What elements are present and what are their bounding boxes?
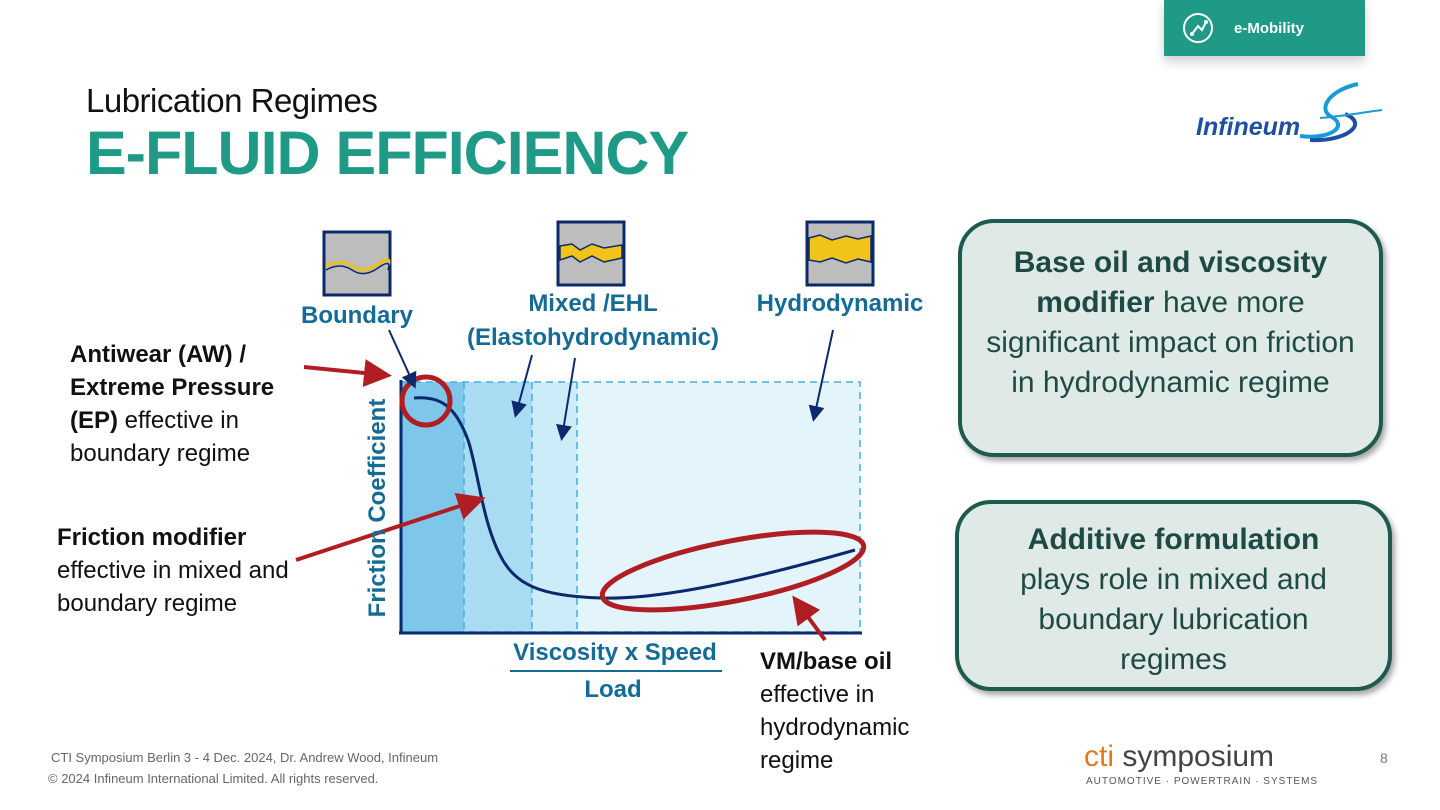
cti-logo-subtitle: AUTOMOTIVE · POWERTRAIN · SYSTEMS xyxy=(1086,776,1319,787)
box2-bold: Additive formulation xyxy=(1027,523,1320,556)
circuit-brain-icon xyxy=(1183,13,1213,43)
callout-box-additive: Additive formulation plays role in mixed… xyxy=(955,500,1392,691)
label-mixed: Mixed /EHL xyxy=(528,290,658,317)
note-vm-text: effective in hydrodynamic regime xyxy=(760,681,910,774)
zone-hydrodynamic xyxy=(577,382,860,632)
mixed-surface-icon xyxy=(556,220,626,287)
cti-logo-prefix: cti xyxy=(1084,740,1114,773)
hydrodynamic-surface-icon xyxy=(805,220,875,287)
label-hydrodynamic: Hydrodynamic xyxy=(756,290,924,317)
label-boundary: Boundary xyxy=(300,302,413,329)
cti-logo-word: symposium xyxy=(1114,740,1275,773)
note-fm-bold: Friction modifier xyxy=(57,524,247,551)
label-ehl: (Elastohydrodynamic) xyxy=(466,324,720,351)
note-antiwear-text: effective in boundary regime xyxy=(70,407,251,467)
slide-subtitle: Lubrication Regimes xyxy=(86,82,378,119)
e-mobility-tag: e-Mobility xyxy=(1164,0,1365,56)
tag-label: e-Mobility xyxy=(1234,20,1304,37)
y-axis-label: Friction Coefficient xyxy=(364,398,391,618)
note-antiwear-bold: Antiwear (AW) / Extreme Pressure (EP) xyxy=(70,341,275,434)
boundary-surface-icon xyxy=(322,230,392,297)
box2-text: plays role in mixed and boundary lubrica… xyxy=(1020,563,1327,676)
boundary-highlight-circle xyxy=(399,374,453,428)
callout-box-base-oil: Base oil and viscosity modifier have mor… xyxy=(958,219,1383,457)
x-axis-label-numerator: Viscosity x Speed xyxy=(513,639,717,666)
infineum-swoosh-icon xyxy=(1299,82,1383,143)
infineum-logo-text: Infineum xyxy=(1196,113,1301,141)
note-vm-base-oil: VM/base oil effective in hydrodynamic re… xyxy=(760,645,942,777)
stribeck-curve xyxy=(413,396,856,600)
footer-line-1: CTI Symposium Berlin 3 - 4 Dec. 2024, Dr… xyxy=(51,750,439,765)
page-number: 8 xyxy=(1380,750,1388,766)
note-friction-modifier: Friction modifier effective in mixed and… xyxy=(57,521,327,620)
hydrodynamic-highlight-ellipse xyxy=(599,529,867,613)
x-axis-label-denominator: Load xyxy=(584,676,642,703)
note-antiwear: Antiwear (AW) / Extreme Pressure (EP) ef… xyxy=(70,338,310,470)
cti-logo: cti symposium xyxy=(1084,740,1274,774)
box1-bold: Base oil and viscosity modifier xyxy=(1013,246,1328,319)
box1-text: have more significant impact on friction… xyxy=(986,286,1355,399)
note-fm-text: effective in mixed and boundary regime xyxy=(57,557,289,617)
note-vm-bold: VM/base oil xyxy=(760,648,893,675)
slide-title: E-FLUID EFFICIENCY xyxy=(86,119,689,187)
footer-line-2: © 2024 Infineum International Limited. A… xyxy=(48,771,379,786)
zone-mixed xyxy=(464,382,532,632)
